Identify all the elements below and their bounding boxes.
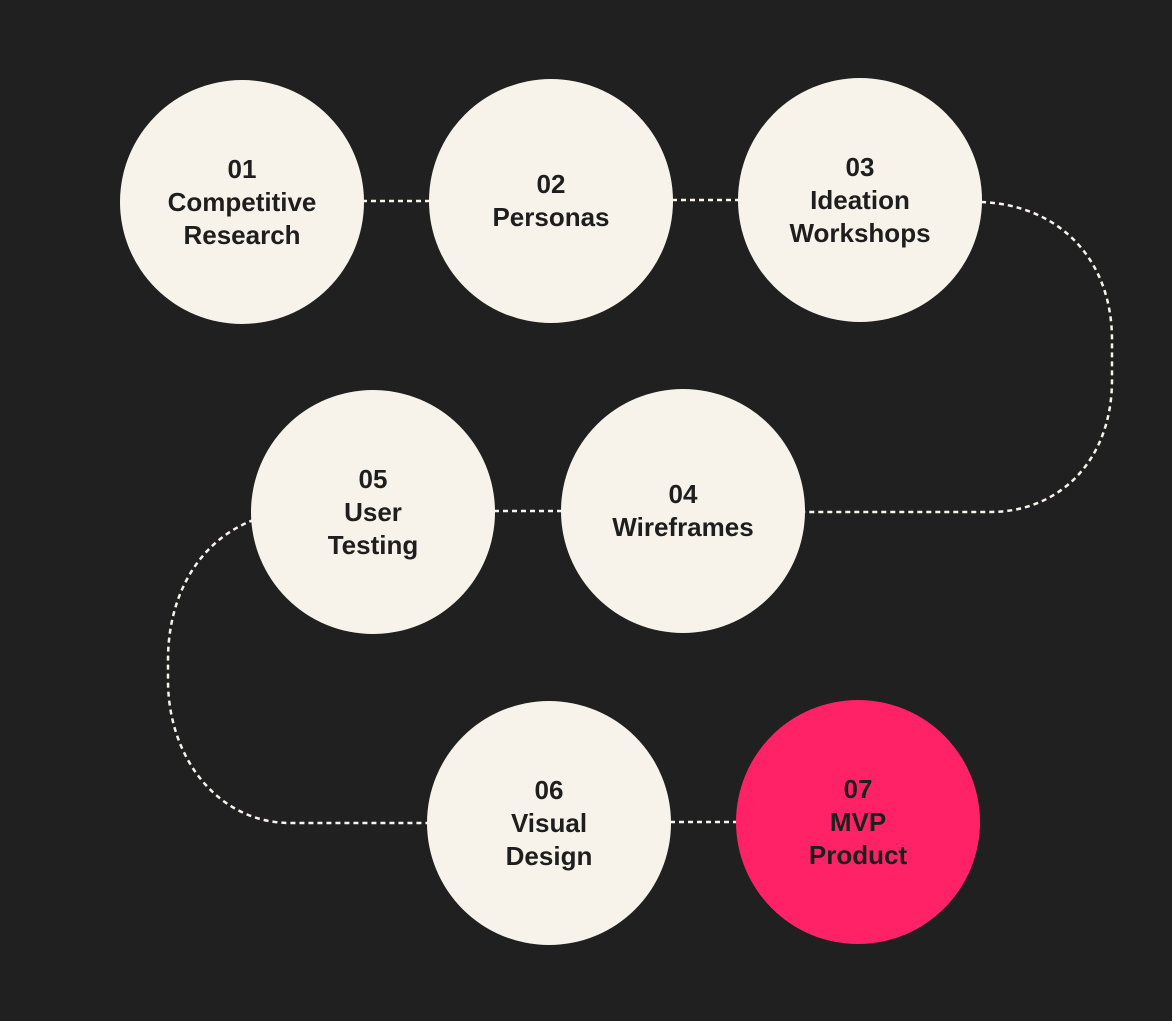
step-label-line1: Personas: [492, 202, 610, 232]
step-label-line1: Wireframes: [612, 512, 754, 542]
step-label-line1: Visual: [510, 807, 588, 838]
step-number: 07: [843, 773, 873, 804]
step-number: 01: [227, 153, 257, 184]
step-label-line2: Research: [183, 219, 301, 250]
step-number: 04: [668, 479, 698, 509]
step-number: 06: [534, 774, 564, 805]
step-06-visual-design: 06 Visual Design: [427, 701, 671, 945]
connector-03-04: [805, 200, 1114, 514]
step-07-mvp-product: 07 MVP Product: [736, 700, 980, 944]
step-05-user-testing: 05 User Testing: [251, 390, 495, 634]
step-label-line2: Workshops: [789, 217, 931, 248]
step-label-line1: User: [344, 496, 402, 527]
step-04-wireframes: 04 Wireframes: [561, 389, 805, 633]
step-label-line2: Product: [808, 839, 908, 870]
step-label-line1: Ideation: [810, 184, 910, 215]
step-label-line1: MVP: [829, 806, 887, 837]
step-label-line2: Design: [505, 840, 593, 871]
step-03-ideation-workshops: 03 Ideation Workshops: [738, 78, 982, 322]
step-02-personas: 02 Personas: [429, 79, 673, 323]
step-number: 02: [536, 169, 566, 199]
step-label-line1: Competitive: [167, 186, 317, 217]
step-label-line2: Testing: [327, 529, 419, 560]
step-01-competitive-research: 01 Competitive Research: [120, 80, 364, 324]
step-number: 03: [845, 151, 875, 182]
step-number: 05: [358, 463, 388, 494]
connector-05-06: [166, 509, 428, 825]
